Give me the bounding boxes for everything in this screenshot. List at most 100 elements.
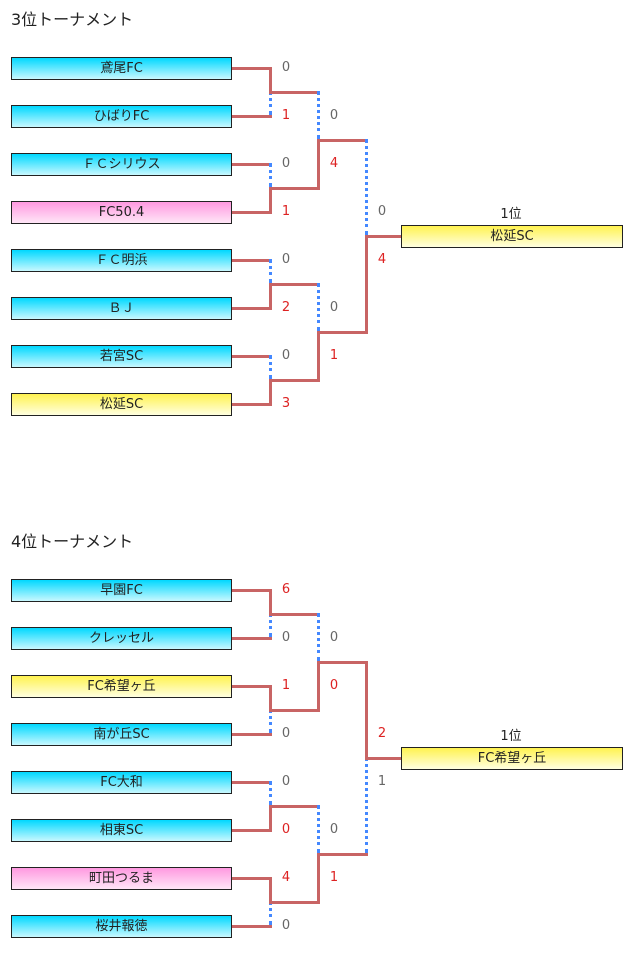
bracket-line <box>365 661 368 760</box>
score: 1 <box>281 678 291 693</box>
score: 2 <box>377 726 387 741</box>
team-box[interactable]: ＦＣシリウス <box>11 153 232 176</box>
bracket-line <box>365 757 368 853</box>
bracket-line <box>232 733 272 736</box>
score: 3 <box>281 396 291 411</box>
bracket-line <box>232 355 272 358</box>
bracket-line <box>317 853 320 904</box>
score: 0 <box>329 822 339 837</box>
bracket-line <box>317 139 320 190</box>
bracket-line <box>269 259 272 283</box>
score: 1 <box>329 348 339 363</box>
bracket-line <box>232 115 272 118</box>
score: 4 <box>281 870 291 885</box>
score: 0 <box>329 300 339 315</box>
team-box[interactable]: 桜井報徳 <box>11 915 232 938</box>
score: 0 <box>281 630 291 645</box>
team-box[interactable]: 松延SC <box>11 393 232 416</box>
section-title: 3位トーナメント <box>11 10 134 29</box>
winner-box[interactable]: 松延SC <box>401 225 623 248</box>
bracket-line <box>269 877 272 904</box>
score: 0 <box>281 252 291 267</box>
score: 4 <box>377 252 387 267</box>
score: 0 <box>281 156 291 171</box>
bracket-line <box>269 805 320 808</box>
winner-box[interactable]: FC希望ヶ丘 <box>401 747 623 770</box>
bracket-line <box>317 139 368 142</box>
bracket-line <box>269 283 272 310</box>
bracket-line <box>317 91 320 139</box>
bracket-line <box>232 163 272 166</box>
team-box[interactable]: FC希望ヶ丘 <box>11 675 232 698</box>
bracket-line <box>269 901 320 904</box>
bracket-line <box>232 403 272 406</box>
team-box[interactable]: 町田つるま <box>11 867 232 890</box>
bracket-line <box>269 91 320 94</box>
bracket-line <box>365 139 368 235</box>
score: 4 <box>329 156 339 171</box>
team-box[interactable]: クレッセル <box>11 627 232 650</box>
team-box[interactable]: FC大和 <box>11 771 232 794</box>
bracket-line <box>269 379 320 382</box>
bracket-line <box>269 589 272 616</box>
score: 0 <box>281 60 291 75</box>
bracket-line <box>269 805 272 832</box>
score: 0 <box>377 204 387 219</box>
score: 0 <box>281 726 291 741</box>
bracket-line <box>269 283 320 286</box>
team-box[interactable]: ＦＣ明浜 <box>11 249 232 272</box>
bracket-line <box>232 781 272 784</box>
bracket-line <box>269 685 272 712</box>
bracket-line <box>269 781 272 805</box>
section-title: 4位トーナメント <box>11 532 134 551</box>
bracket-line <box>232 877 272 880</box>
score: 1 <box>281 108 291 123</box>
score: 0 <box>329 678 339 693</box>
bracket-line <box>365 757 401 760</box>
team-box[interactable]: 若宮SC <box>11 345 232 368</box>
bracket-line <box>269 613 272 637</box>
bracket-line <box>317 613 320 661</box>
bracket-line <box>317 283 320 331</box>
team-box[interactable]: 相東SC <box>11 819 232 842</box>
score: 6 <box>281 582 291 597</box>
bracket-line <box>269 163 272 187</box>
bracket-line <box>269 901 272 925</box>
score: 1 <box>329 870 339 885</box>
score: 2 <box>281 300 291 315</box>
bracket-line <box>365 235 368 334</box>
bracket-line <box>317 805 320 853</box>
bracket-line <box>317 661 320 712</box>
bracket-line <box>269 709 272 733</box>
bracket-line <box>269 67 272 91</box>
bracket-line <box>232 637 272 640</box>
bracket-line <box>269 187 320 190</box>
bracket-line <box>269 91 272 115</box>
bracket-line <box>232 307 272 310</box>
rank-label: 1位 <box>500 729 522 744</box>
bracket-line <box>317 331 368 334</box>
bracket-line <box>269 355 272 379</box>
team-box[interactable]: 早園FC <box>11 579 232 602</box>
bracket-line <box>269 613 320 616</box>
team-box[interactable]: 鳶尾FC <box>11 57 232 80</box>
bracket-line <box>232 259 272 262</box>
team-box[interactable]: FC50.4 <box>11 201 232 224</box>
score: 0 <box>281 822 291 837</box>
bracket-line <box>232 829 272 832</box>
bracket-line <box>232 589 272 592</box>
bracket-line <box>232 67 272 70</box>
bracket-line <box>232 925 272 928</box>
bracket-line <box>317 661 368 664</box>
score: 1 <box>377 774 387 789</box>
team-box[interactable]: ひばりFC <box>11 105 232 128</box>
bracket-line <box>317 331 320 382</box>
bracket-line <box>269 709 320 712</box>
score: 0 <box>329 108 339 123</box>
score: 0 <box>281 918 291 933</box>
score: 0 <box>281 348 291 363</box>
team-box[interactable]: ＢＪ <box>11 297 232 320</box>
score: 0 <box>281 774 291 789</box>
rank-label: 1位 <box>500 207 522 222</box>
team-box[interactable]: 南が丘SC <box>11 723 232 746</box>
